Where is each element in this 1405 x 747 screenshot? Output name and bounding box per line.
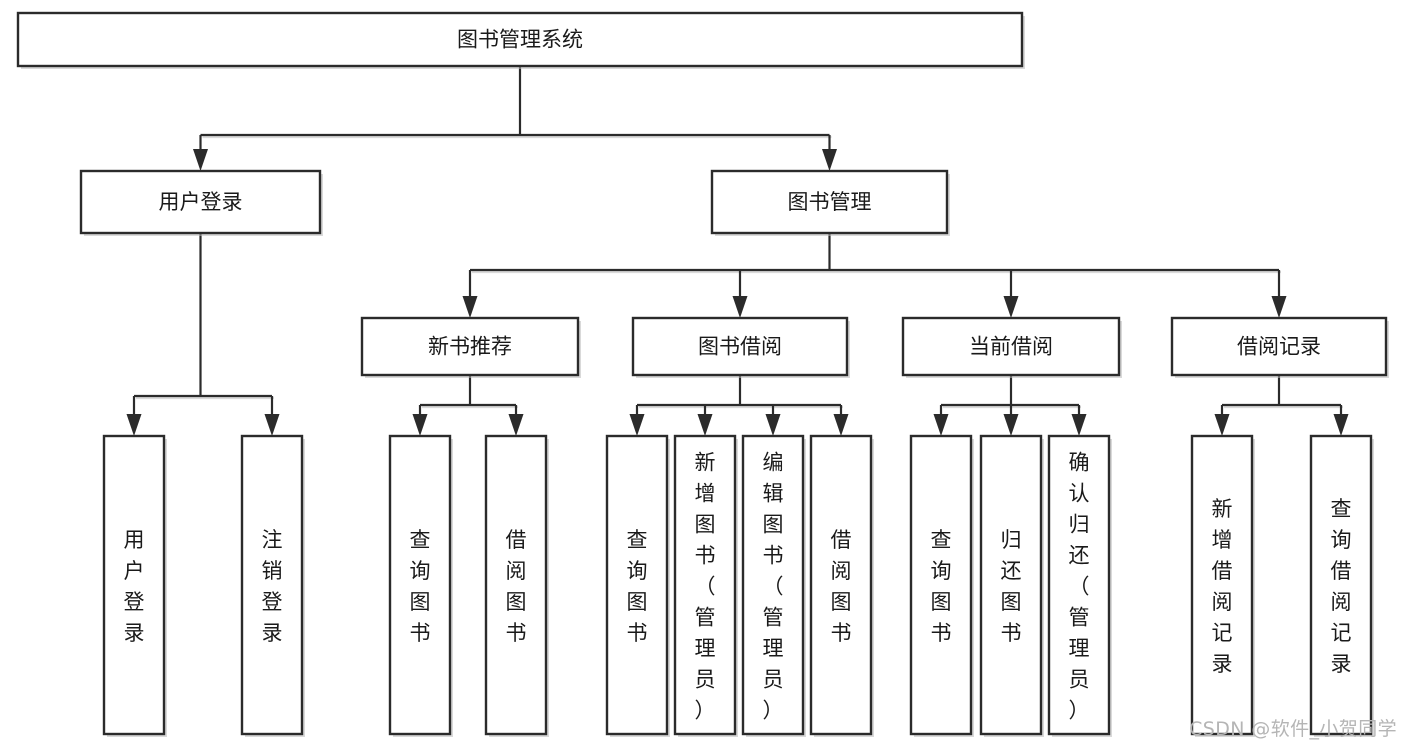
connector-group-user-login	[126, 233, 280, 436]
arrowhead-icon	[822, 149, 837, 171]
node-leaf-edit-book[interactable]: 编辑图书（管理员）	[741, 434, 806, 737]
node-label: 新书推荐	[428, 335, 512, 359]
node-box[interactable]	[388, 434, 452, 736]
arrowhead-icon	[508, 414, 524, 436]
node-label: 归还图书	[1001, 528, 1022, 645]
node-borrow-record[interactable]: 借阅记录	[1170, 316, 1389, 378]
node-leaf-query-book-borrow[interactable]: 查询图书	[605, 434, 670, 737]
node-leaf-add-borrow-record[interactable]: 新增借阅记录	[1190, 434, 1255, 737]
node-label: 用户登录	[124, 528, 145, 645]
node-box[interactable]	[809, 434, 873, 736]
watermark-label: CSDN @软件_小贺同学	[1189, 718, 1397, 740]
node-box[interactable]	[901, 316, 1121, 377]
node-label: 图书管理	[788, 190, 872, 214]
node-leaf-return-book[interactable]: 归还图书	[979, 434, 1044, 737]
node-box[interactable]	[102, 434, 166, 736]
arrowhead-icon	[1333, 414, 1349, 436]
node-layer: 图书管理系统用户登录图书管理新书推荐图书借阅当前借阅借阅记录用户登录注销登录查询…	[16, 11, 1389, 737]
arrowhead-icon	[933, 414, 949, 436]
node-box[interactable]	[484, 434, 548, 736]
node-leaf-user-login[interactable]: 用户登录	[102, 434, 167, 737]
node-box[interactable]	[605, 434, 669, 736]
node-box[interactable]	[673, 434, 737, 736]
node-leaf-borrow-book[interactable]: 借阅图书	[809, 434, 874, 737]
node-label: 图书借阅	[698, 335, 782, 359]
arrowhead-icon	[412, 414, 428, 436]
connector-group-borrow-record	[1214, 375, 1349, 436]
node-box[interactable]	[631, 316, 849, 377]
node-box[interactable]	[240, 434, 304, 736]
node-box[interactable]	[1309, 434, 1373, 736]
node-label: 当前借阅	[969, 335, 1053, 359]
node-box[interactable]	[360, 316, 580, 377]
node-label: 查询图书	[627, 528, 648, 645]
node-leaf-query-book-recommend[interactable]: 查询图书	[388, 434, 453, 737]
node-label: 确认归还（管理员）	[1069, 451, 1090, 723]
node-new-book-recommend[interactable]: 新书推荐	[360, 316, 581, 378]
node-box[interactable]	[741, 434, 805, 736]
arrowhead-icon	[126, 414, 142, 436]
arrowhead-icon	[833, 414, 849, 436]
node-leaf-query-book-current[interactable]: 查询图书	[909, 434, 974, 737]
node-leaf-query-borrow-record[interactable]: 查询借阅记录	[1309, 434, 1374, 737]
node-current-borrow[interactable]: 当前借阅	[901, 316, 1122, 378]
node-label: 查询图书	[410, 528, 431, 645]
node-user-login[interactable]: 用户登录	[79, 169, 323, 236]
arrowhead-icon	[629, 414, 645, 436]
node-box[interactable]	[1170, 316, 1388, 377]
node-label: 注销登录	[262, 528, 283, 645]
node-box[interactable]	[909, 434, 973, 736]
connector-group-root	[193, 66, 837, 171]
arrowhead-icon	[1003, 414, 1019, 436]
node-leaf-add-book[interactable]: 新增图书（管理员）	[673, 434, 738, 737]
node-box[interactable]	[16, 11, 1024, 68]
arrowhead-icon	[1071, 414, 1087, 436]
node-box[interactable]	[979, 434, 1043, 736]
node-leaf-confirm-return[interactable]: 确认归还（管理员）	[1047, 434, 1112, 737]
node-box[interactable]	[1190, 434, 1254, 736]
arrowhead-icon	[1003, 296, 1019, 318]
node-book-borrow[interactable]: 图书借阅	[631, 316, 850, 378]
node-label: 编辑图书（管理员）	[763, 451, 784, 723]
node-label: 借阅图书	[831, 528, 852, 645]
node-label: 图书管理系统	[457, 28, 583, 52]
node-box[interactable]	[710, 169, 949, 235]
node-label: 查询图书	[931, 528, 952, 645]
node-label: 用户登录	[159, 190, 243, 214]
connector-group-book-borrow	[629, 375, 849, 436]
connector-layer	[126, 66, 1349, 436]
arrowhead-icon	[765, 414, 781, 436]
arrowhead-icon	[1214, 414, 1230, 436]
node-book-management[interactable]: 图书管理	[710, 169, 950, 236]
node-label: 借阅图书	[506, 528, 527, 645]
arrowhead-icon	[732, 296, 748, 318]
node-label: 借阅记录	[1237, 335, 1321, 359]
node-leaf-borrow-book-recommend[interactable]: 借阅图书	[484, 434, 549, 737]
node-label: 查询借阅记录	[1331, 497, 1352, 676]
node-leaf-logout-login[interactable]: 注销登录	[240, 434, 305, 737]
arrowhead-icon	[462, 296, 478, 318]
arrowhead-icon	[193, 149, 208, 171]
connector-group-book-management	[462, 233, 1287, 318]
arrowhead-icon	[264, 414, 280, 436]
arrowhead-icon	[697, 414, 713, 436]
node-label: 新增图书（管理员）	[695, 451, 716, 723]
connector-group-current-borrow	[933, 375, 1087, 436]
arrowhead-icon	[1271, 296, 1287, 318]
node-box[interactable]	[79, 169, 322, 235]
node-root[interactable]: 图书管理系统	[16, 11, 1025, 69]
node-box[interactable]	[1047, 434, 1111, 736]
node-label: 新增借阅记录	[1212, 497, 1233, 676]
connector-group-new-book-recommend	[412, 375, 524, 436]
